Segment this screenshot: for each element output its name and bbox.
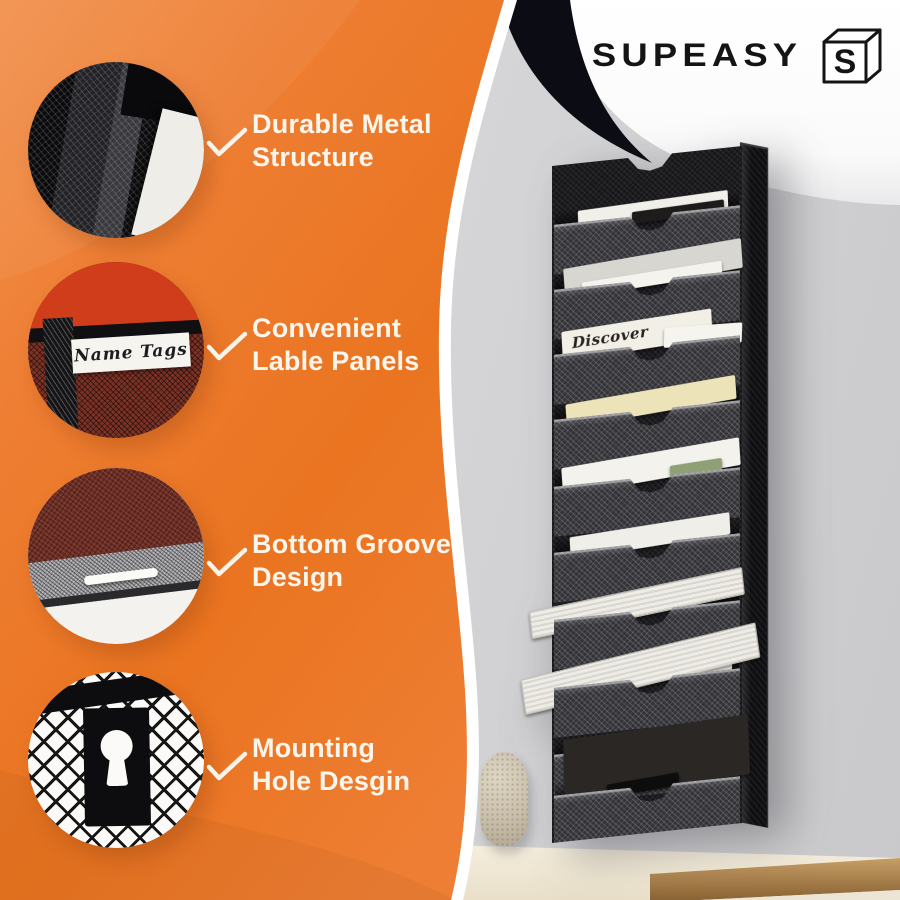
- feature-label-durable-metal: Durable Metal Structure: [252, 108, 482, 174]
- black-swoosh: [500, 0, 652, 163]
- isometric-s-cube-icon: S: [822, 28, 882, 84]
- feature-label-mounting-hole: Mounting Hole Desgin: [252, 732, 482, 798]
- feature-image-metal-structure: [28, 62, 204, 238]
- check-icon: [206, 547, 248, 577]
- feature-line: Bottom Groove: [252, 529, 452, 559]
- brand-name: SUPEASY: [591, 37, 802, 74]
- check-icon: [206, 127, 248, 157]
- white-corner-shape: [556, 0, 900, 205]
- feature-image-label-panel: Name Tags: [28, 262, 204, 438]
- brand-logo: SUPEASY S: [592, 24, 888, 88]
- feature-line: Structure: [252, 142, 374, 172]
- svg-text:S: S: [834, 43, 857, 81]
- name-tag-label: Name Tags: [71, 332, 191, 374]
- feature-line: Hole Desgin: [252, 766, 411, 796]
- feature-line: Design: [252, 562, 344, 592]
- feature-image-bottom-groove: [28, 468, 204, 644]
- feature-line: Mounting: [252, 733, 376, 763]
- feature-line: Lable Panels: [252, 346, 420, 376]
- feature-line: Convenient: [252, 313, 402, 343]
- keyhole-plate: [82, 707, 152, 827]
- feature-line: Durable Metal: [252, 109, 432, 139]
- organizer-slots: Discover: [520, 138, 761, 843]
- feature-label-label-panels: Convenient Lable Panels: [252, 312, 482, 378]
- name-tag-text: Name Tags: [73, 339, 189, 367]
- wall-file-organizer: Discover: [520, 138, 768, 843]
- table-wood-edge: [650, 858, 900, 900]
- check-icon: [206, 751, 248, 781]
- feature-label-bottom-groove: Bottom Groove Design: [252, 528, 482, 594]
- check-icon: [206, 331, 248, 361]
- table-lower-board: [700, 890, 900, 900]
- decor-vase: [480, 752, 528, 846]
- feature-image-mounting-hole: [28, 672, 204, 848]
